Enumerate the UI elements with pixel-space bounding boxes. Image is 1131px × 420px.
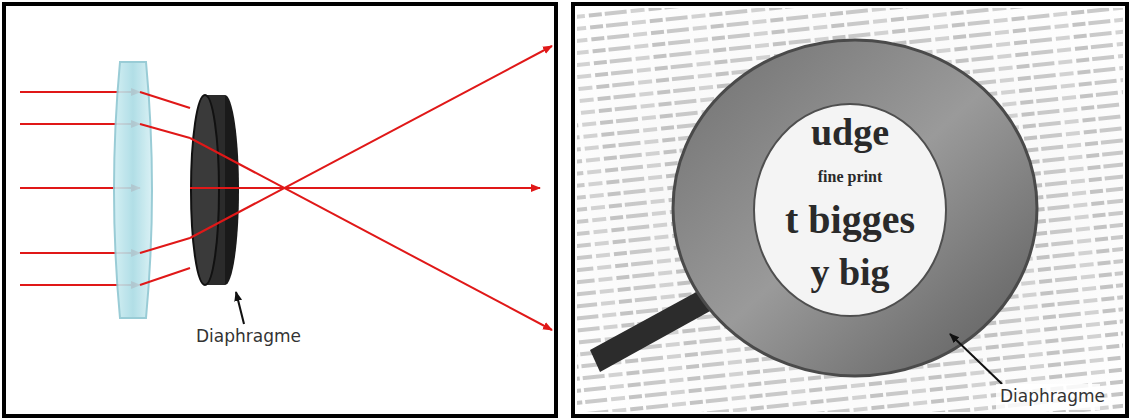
print-text: y big xyxy=(810,250,889,294)
print-text: udge xyxy=(811,110,889,154)
part-label: Diaphragme xyxy=(196,326,301,346)
part-label: Diaphragme xyxy=(1000,386,1105,406)
print-text: fine print xyxy=(818,168,882,186)
print-text: t bigges xyxy=(785,196,915,243)
